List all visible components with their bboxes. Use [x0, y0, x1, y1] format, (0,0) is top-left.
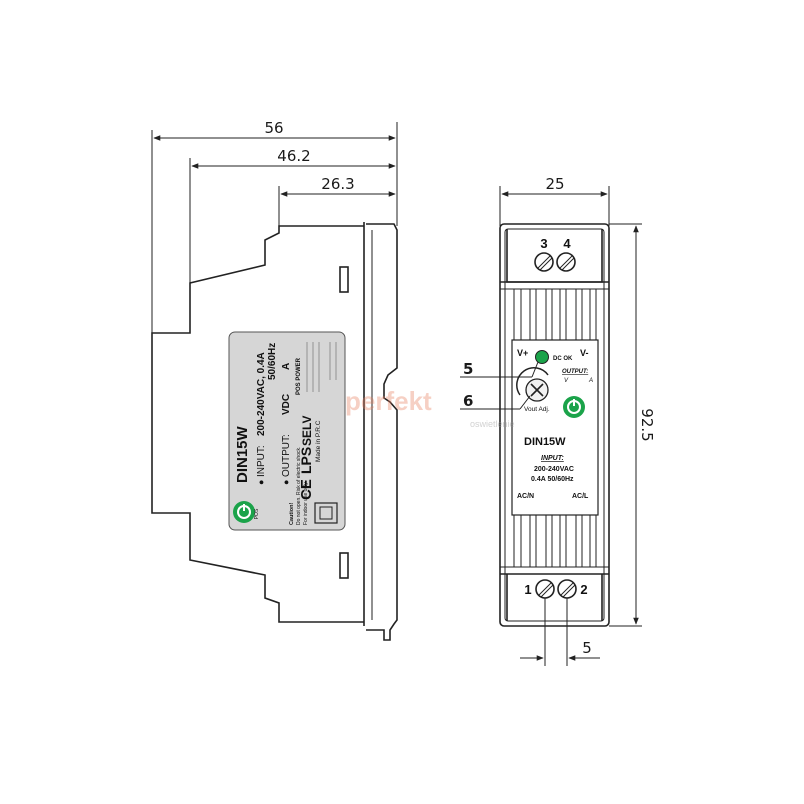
side-model: DIN15W: [234, 425, 251, 483]
ce-mark: CE: [298, 479, 315, 500]
dim-height: 92.5: [638, 408, 656, 441]
front-output-unit: A: [588, 378, 593, 384]
caution-line1: Do not open. Risk of electric shock.: [296, 447, 302, 525]
svg-text:POS: POS: [254, 508, 260, 519]
class-ii-symbol: [314, 502, 338, 524]
side-output-vdc: VDC: [281, 394, 292, 415]
front-output-value: V: [564, 378, 569, 384]
svg-text:●: ●: [256, 480, 266, 485]
dc-ok-text: DC OK: [553, 356, 573, 362]
caution-line2: For indoor use only.: [303, 481, 309, 525]
side-input-label: INPUT:: [256, 445, 267, 477]
dim-overall: 56: [264, 119, 283, 137]
callout-6: 6: [463, 392, 473, 410]
callout-5: 5: [463, 360, 473, 378]
vout-adj-label: Vout Adj.: [524, 406, 550, 413]
terminal-block-top: 3 4: [534, 236, 576, 272]
side-output-label: OUTPUT:: [281, 434, 292, 477]
brand-name: POS POWER: [296, 357, 302, 395]
ac-n: AC/N: [517, 493, 534, 500]
side-output-unit: A: [281, 363, 292, 370]
side-input-freq: 50/60Hz: [267, 343, 278, 380]
terminal-block-bottom: 1 2: [524, 579, 588, 599]
front-input-label: INPUT:: [541, 455, 564, 462]
v-plus: V+: [517, 348, 528, 358]
front-model: DIN15W: [524, 436, 566, 448]
svg-text:●: ●: [281, 480, 291, 485]
front-label: V+ V- DC OK OUTPUT: V A Vout Adj. DIN15W…: [511, 339, 599, 516]
terminal-label-2: 2: [580, 582, 587, 597]
front-view: 25 92.5: [460, 175, 656, 666]
vent-fins-top: [500, 288, 609, 340]
housing-outline: [151, 225, 364, 623]
vent-slot-top: [339, 266, 349, 293]
made-in: Made in P.R.C: [315, 420, 322, 462]
dim-mid: 46.2: [277, 147, 310, 165]
caution-title: Caution!: [289, 503, 295, 525]
lps-mark: LPS: [298, 447, 314, 474]
dim-width: 25: [545, 175, 564, 193]
terminal-label-4: 4: [563, 236, 571, 251]
vent-fins-bottom: [500, 515, 609, 568]
front-output-label: OUTPUT:: [562, 369, 588, 375]
front-input-value: 200-240VAC: [534, 466, 574, 473]
dc-ok-led-icon: [535, 350, 549, 364]
din-clip: [363, 222, 398, 641]
terminal-screw-4: [556, 252, 576, 272]
terminal-screw-3: [534, 252, 554, 272]
pos-logo-icon: [233, 501, 255, 523]
side-label: POS DIN15W ● INPUT: 200-240VAC, 0.4A 50/…: [228, 331, 346, 531]
dim-inner: 26.3: [321, 175, 354, 193]
side-view: 56 46.2 26.3 POS DIN15W ● INPUT: 200-240…: [151, 119, 398, 641]
watermark: perfekt: [345, 386, 432, 416]
ac-l: AC/L: [572, 493, 589, 500]
pos-logo-front-icon: [563, 396, 585, 418]
terminal-label-1: 1: [524, 582, 531, 597]
terminal-label-3: 3: [540, 236, 547, 251]
dim-pitch: 5: [582, 639, 592, 657]
front-input-current: 0.4A 50/60Hz: [531, 476, 574, 483]
vent-slot-bottom: [339, 552, 349, 579]
watermark-subtext: oswietlenie: [470, 419, 515, 429]
v-minus: V-: [580, 348, 589, 358]
side-input-value: 200-240VAC, 0.4A: [256, 352, 267, 436]
front-outline: [499, 223, 610, 627]
selv-mark: SELV: [300, 416, 314, 446]
